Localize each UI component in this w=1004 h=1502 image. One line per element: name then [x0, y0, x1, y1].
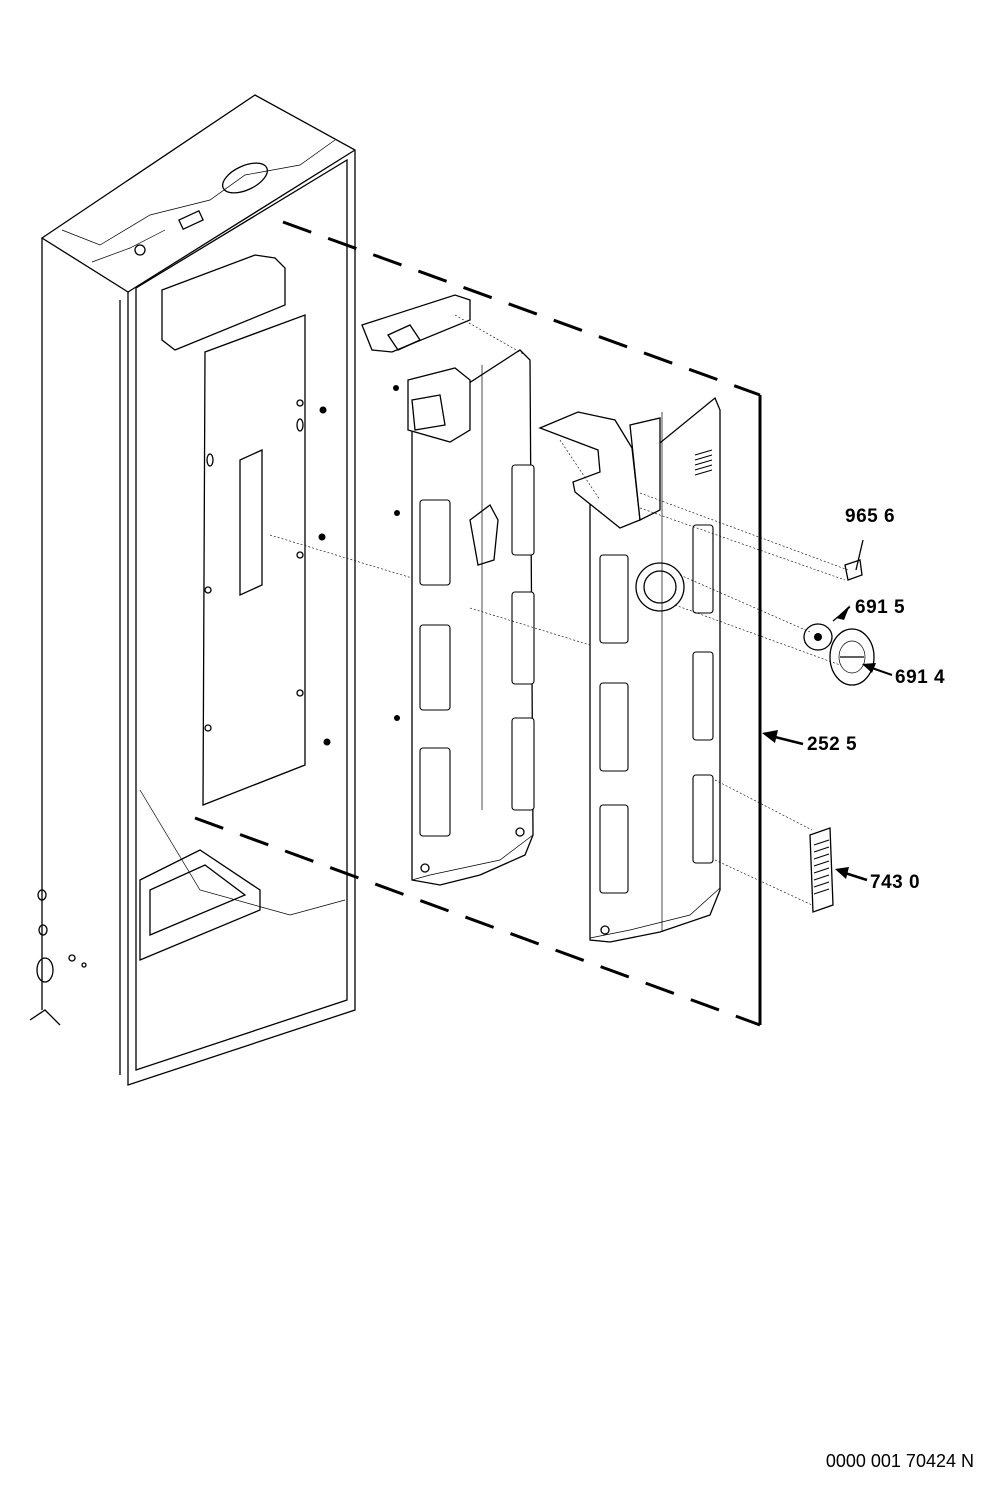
mounting-screws — [318, 385, 400, 746]
assembly-leader-lines — [269, 314, 849, 906]
cabinet-frame — [29, 94, 356, 1086]
document-code: 0000 001 70424 N — [825, 1451, 974, 1471]
back-insulation-panel — [202, 314, 306, 806]
part-label-6914: 691 4 — [895, 667, 946, 688]
part-label-7430: 743 0 — [870, 872, 921, 893]
vent-grille-part — [809, 827, 834, 913]
middle-liner-panel — [361, 294, 535, 886]
part-label-6915: 691 5 — [855, 597, 906, 618]
part-label-2525: 252 5 — [807, 734, 858, 755]
assembly-envelope-dashed — [194, 220, 762, 1027]
knob-part — [829, 628, 875, 686]
front-liner-panel — [538, 396, 721, 943]
thermostat-part — [803, 623, 833, 651]
label-arrows — [762, 539, 893, 882]
part-label-9656: 965 6 — [845, 506, 896, 527]
